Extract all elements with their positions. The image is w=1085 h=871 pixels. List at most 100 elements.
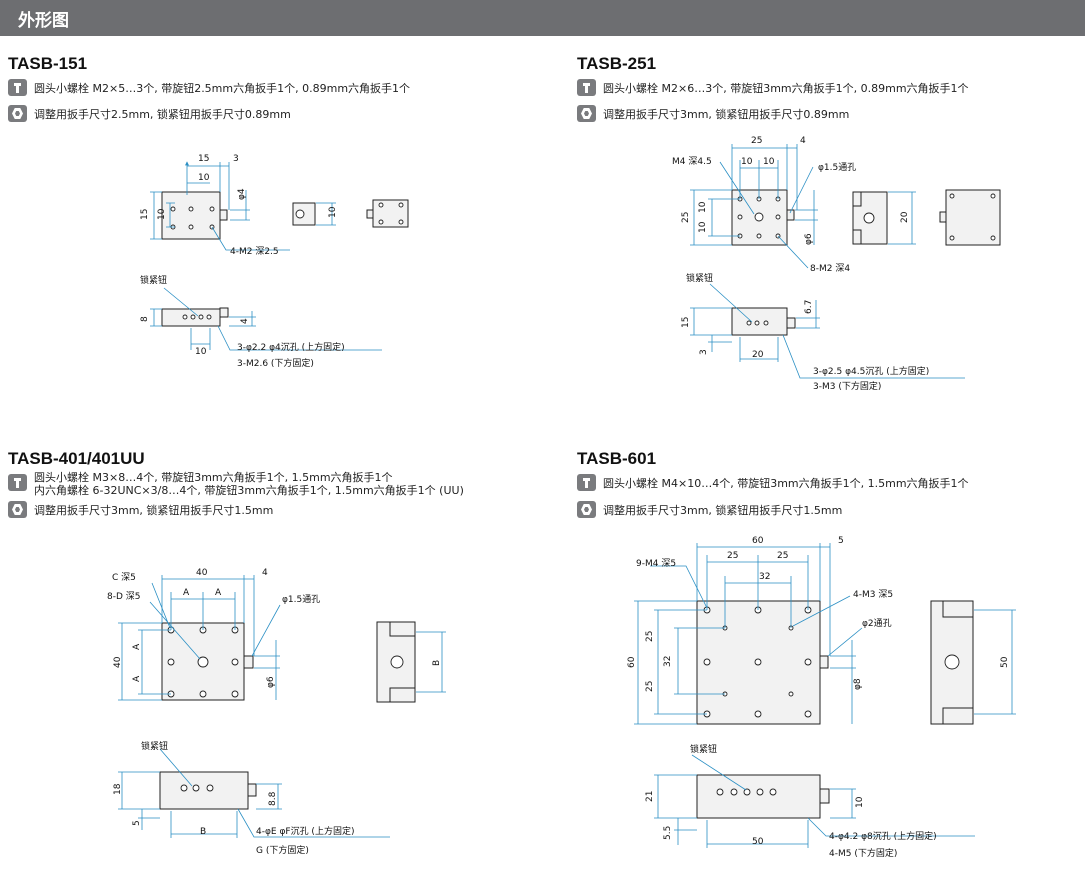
callout: 3-M3 (下方固定): [813, 380, 881, 392]
dim-label: 25: [645, 631, 655, 642]
tapped-hole: [378, 202, 384, 208]
callout: φ1.5通孔: [282, 594, 320, 605]
callout: 4-M5 (下方固定): [829, 847, 897, 859]
lock-hole: [206, 314, 212, 320]
tapped-hole: [398, 219, 404, 225]
tapped-hole: [737, 214, 743, 220]
dim-label: B: [432, 660, 442, 666]
knob-end: [863, 212, 875, 224]
dim-label: 50: [752, 837, 764, 847]
lock-hole: [763, 320, 769, 326]
dim-label: B: [200, 827, 206, 837]
dim-label: φ6: [266, 676, 276, 688]
side-detail: [389, 621, 416, 637]
dim-label: 25: [681, 212, 691, 223]
spec-wrench-151: 调整用扳手尺寸2.5mm, 锁紧钮用扳手尺寸0.89mm: [34, 108, 291, 121]
callout: 3-φ2.5 φ4.5沉孔 (上方固定): [813, 365, 929, 377]
lock-hole: [716, 788, 724, 796]
dim-label: 25: [727, 551, 738, 561]
end-view-251: [945, 189, 1001, 246]
center-hole: [754, 212, 764, 222]
tapped-hole: [775, 214, 781, 220]
knob-end: [295, 209, 305, 219]
callout: φ2通孔: [862, 618, 892, 629]
spec-wrench-601: 调整用扳手尺寸3mm, 锁紧钮用扳手尺寸1.5mm: [603, 504, 843, 517]
side-detail: [942, 707, 974, 725]
spec-screws-251: 圆头小螺栓 M2×6…3个, 带旋钮3mm六角扳手1个, 0.89mm六角扳手1…: [603, 82, 969, 95]
tapped-hole: [209, 206, 215, 212]
knob-end: [366, 209, 374, 219]
tapped-hole: [788, 691, 794, 697]
callout: φ1.5通孔: [818, 162, 856, 173]
dim-label: 40: [196, 568, 208, 578]
lock-hole: [190, 314, 196, 320]
dim-label: 10: [157, 208, 167, 220]
front-view-401: [159, 771, 249, 810]
dim-label: A: [183, 588, 190, 598]
adjust-knob-251: [786, 317, 796, 329]
callout: C 深5: [112, 572, 136, 583]
dim-label: 32: [759, 572, 770, 582]
dim-label: 5: [132, 820, 142, 826]
tapped-hole: [199, 690, 207, 698]
dim-label: 10: [698, 201, 708, 213]
dim-label: 6.7: [804, 300, 814, 314]
dim-label: 15: [198, 154, 209, 164]
spec-screws-151: 圆头小螺栓 M2×5…3个, 带旋钮2.5mm六角扳手1个, 0.89mm六角扳…: [34, 82, 411, 95]
lock-hole: [182, 314, 188, 320]
model-title-151: TASB-151: [8, 54, 88, 73]
dim-label: 40: [113, 656, 123, 668]
dim-label: φ8: [853, 678, 863, 690]
dim-label: 10: [328, 206, 338, 218]
lock-hole: [180, 784, 188, 792]
lock-knob-label: 锁紧钮: [141, 740, 168, 752]
tapped-hole: [170, 206, 176, 212]
knob-end: [944, 654, 960, 670]
stage-body-151: [161, 191, 221, 240]
side-view-601: [930, 600, 974, 725]
tapped-hole: [754, 658, 762, 666]
dim-label: 60: [627, 656, 637, 668]
hex-wrench-icon: [577, 501, 596, 518]
dim-label: 4: [800, 136, 806, 146]
callout: G (下方固定): [256, 844, 309, 856]
dim-label: 10: [763, 157, 775, 167]
tapped-hole: [990, 235, 996, 241]
callout: 4-φ4.2 φ8沉孔 (上方固定): [829, 830, 937, 842]
dim-label: 25: [645, 681, 655, 692]
lock-knob-label: 锁紧钮: [140, 274, 167, 286]
spec-wrench-401: 调整用扳手尺寸3mm, 锁紧钮用扳手尺寸1.5mm: [34, 504, 274, 517]
dim-label: A: [132, 643, 142, 650]
spec-screws-401-uu: 内六角螺栓 6-32UNC×3/8…4个, 带旋钮3mm六角扳手1个, 1.5m…: [34, 484, 464, 497]
callout: 4-M2 深2.5: [230, 246, 279, 257]
dim-label: 10: [198, 173, 210, 183]
dim-label: 18: [113, 783, 123, 795]
tapped-hole: [398, 202, 404, 208]
callout: 3-M2.6 (下方固定): [237, 357, 314, 369]
dim-label: 4: [262, 568, 268, 578]
spec-screws-601: 圆头小螺栓 M4×10…4个, 带旋钮3mm六角扳手1个, 1.5mm六角扳手1…: [603, 477, 969, 490]
tapped-hole: [949, 193, 955, 199]
dim-label: 15: [681, 317, 691, 328]
hex-wrench-icon: [8, 105, 27, 122]
tapped-hole: [188, 224, 194, 230]
adjust-knob-601: [819, 655, 829, 669]
callout: 4-φE φF沉孔 (上方固定): [256, 825, 354, 837]
dim-label: 5: [838, 536, 844, 546]
tapped-hole: [804, 658, 812, 666]
dim-label: 25: [751, 136, 762, 146]
front-view-251: [731, 307, 788, 336]
lock-hole: [206, 784, 214, 792]
dim-label: 10: [741, 157, 753, 167]
dim-label: 10: [195, 347, 207, 357]
tapped-hole: [231, 690, 239, 698]
adjust-knob-401: [247, 783, 257, 797]
drawing-151-top: [150, 162, 290, 251]
knob-end: [939, 211, 947, 223]
model-title-601: TASB-601: [577, 449, 657, 468]
spec-wrench-251: 调整用扳手尺寸3mm, 锁紧钮用扳手尺寸0.89mm: [603, 108, 850, 121]
section-title: 外形图: [18, 11, 69, 31]
dim-label: 4: [240, 318, 250, 324]
callout: 3-φ2.2 φ4沉孔 (上方固定): [237, 341, 345, 353]
hex-wrench-icon: [8, 501, 27, 518]
